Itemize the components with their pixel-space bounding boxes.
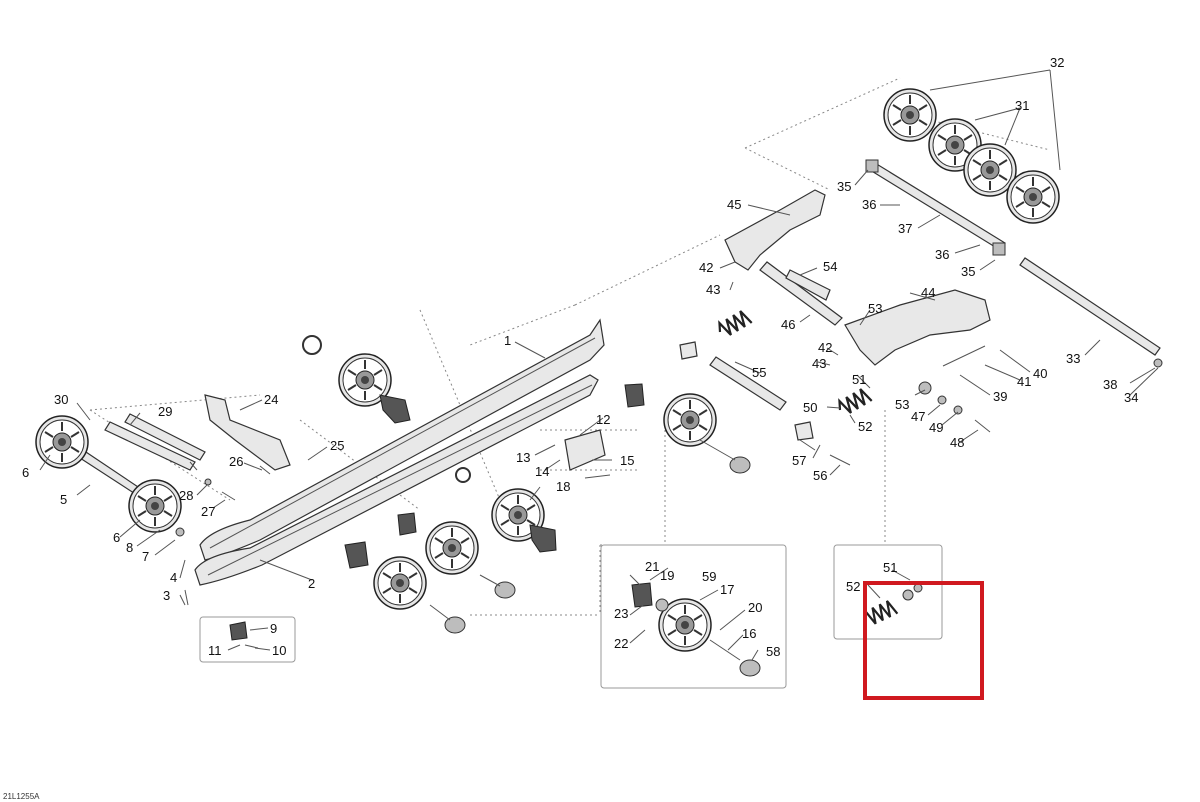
highlight-box bbox=[863, 581, 984, 700]
callout-46: 46 bbox=[781, 317, 795, 332]
callout-18: 18 bbox=[556, 479, 570, 494]
callout-53b: 53 bbox=[895, 397, 909, 412]
callout-32: 32 bbox=[1050, 55, 1064, 70]
callout-40: 40 bbox=[1033, 366, 1047, 381]
callout-31: 31 bbox=[1015, 98, 1029, 113]
callout-48: 48 bbox=[950, 435, 964, 450]
callout-41: 41 bbox=[1017, 374, 1031, 389]
callout-20: 20 bbox=[748, 600, 762, 615]
callout-59: 59 bbox=[702, 569, 716, 584]
callout-15: 15 bbox=[620, 453, 634, 468]
callout-55: 55 bbox=[752, 365, 766, 380]
callout-39: 39 bbox=[993, 389, 1007, 404]
callout-27: 27 bbox=[201, 504, 215, 519]
hardware bbox=[175, 345, 1163, 606]
callout-25: 25 bbox=[330, 438, 344, 453]
callout-58: 58 bbox=[766, 644, 780, 659]
callout-12: 12 bbox=[596, 412, 610, 427]
callout-5: 5 bbox=[60, 492, 67, 507]
callout-56: 56 bbox=[813, 468, 827, 483]
callout-50: 50 bbox=[803, 400, 817, 415]
callout-10: 10 bbox=[272, 643, 286, 658]
callout-8: 8 bbox=[126, 540, 133, 555]
callout-3: 3 bbox=[163, 588, 170, 603]
drawing-id: 21L1255A bbox=[3, 792, 40, 801]
callout-36b: 36 bbox=[935, 247, 949, 262]
callout-51a: 51 bbox=[852, 372, 866, 387]
callout-52b: 52 bbox=[846, 579, 860, 594]
rear-axle-assembly bbox=[865, 88, 1161, 356]
callout-9: 9 bbox=[270, 621, 277, 636]
callout-52a: 52 bbox=[858, 419, 872, 434]
callout-29: 29 bbox=[158, 404, 172, 419]
mount-24 bbox=[204, 394, 291, 471]
callout-2: 2 bbox=[308, 576, 315, 591]
callout-34: 34 bbox=[1124, 390, 1138, 405]
callout-22: 22 bbox=[614, 636, 628, 651]
callout-19: 19 bbox=[660, 568, 674, 583]
callout-53a: 53 bbox=[868, 301, 882, 316]
callout-49: 49 bbox=[929, 420, 943, 435]
callout-44: 44 bbox=[921, 285, 935, 300]
callout-4: 4 bbox=[170, 570, 177, 585]
callout-57: 57 bbox=[792, 453, 806, 468]
inset-9-11 bbox=[199, 616, 296, 663]
inset-16-23 bbox=[600, 544, 787, 689]
bracket-12 bbox=[564, 429, 606, 471]
callout-13: 13 bbox=[516, 450, 530, 465]
callout-54: 54 bbox=[823, 259, 837, 274]
callout-42a: 42 bbox=[699, 260, 713, 275]
callout-35a: 35 bbox=[837, 179, 851, 194]
slide-rails bbox=[194, 318, 605, 586]
callout-37: 37 bbox=[898, 221, 912, 236]
dotted-group-lines bbox=[89, 77, 1051, 616]
front-axle-assembly bbox=[35, 413, 206, 533]
callout-43b: 43 bbox=[812, 356, 826, 371]
callout-labels: 1 2 3 4 5 6 6 7 8 9 10 11 12 13 14 15 16… bbox=[22, 55, 1138, 659]
callout-16: 16 bbox=[742, 626, 756, 641]
idler-18-area bbox=[302, 335, 557, 553]
callout-28: 28 bbox=[179, 488, 193, 503]
callout-47: 47 bbox=[911, 409, 925, 424]
callout-30: 30 bbox=[54, 392, 68, 407]
callout-1: 1 bbox=[504, 333, 511, 348]
callout-42b: 42 bbox=[818, 340, 832, 355]
callout-26: 26 bbox=[229, 454, 243, 469]
callout-6a: 6 bbox=[22, 465, 29, 480]
callout-38: 38 bbox=[1103, 377, 1117, 392]
callout-33: 33 bbox=[1066, 351, 1080, 366]
leader-lines bbox=[39, 69, 1159, 661]
callout-36a: 36 bbox=[862, 197, 876, 212]
callout-21: 21 bbox=[645, 559, 659, 574]
callout-11: 11 bbox=[208, 643, 222, 658]
callout-35b: 35 bbox=[961, 264, 975, 279]
center-wheels bbox=[344, 383, 751, 634]
callout-24: 24 bbox=[264, 392, 278, 407]
inset-51-52 bbox=[833, 544, 943, 640]
callout-51b: 51 bbox=[883, 560, 897, 575]
callout-14: 14 bbox=[535, 464, 549, 479]
callout-23: 23 bbox=[614, 606, 628, 621]
callout-45: 45 bbox=[727, 197, 741, 212]
callout-6b: 6 bbox=[113, 530, 120, 545]
callout-7: 7 bbox=[142, 549, 149, 564]
rear-arms bbox=[679, 189, 991, 441]
callout-43a: 43 bbox=[706, 282, 720, 297]
callout-17: 17 bbox=[720, 582, 734, 597]
